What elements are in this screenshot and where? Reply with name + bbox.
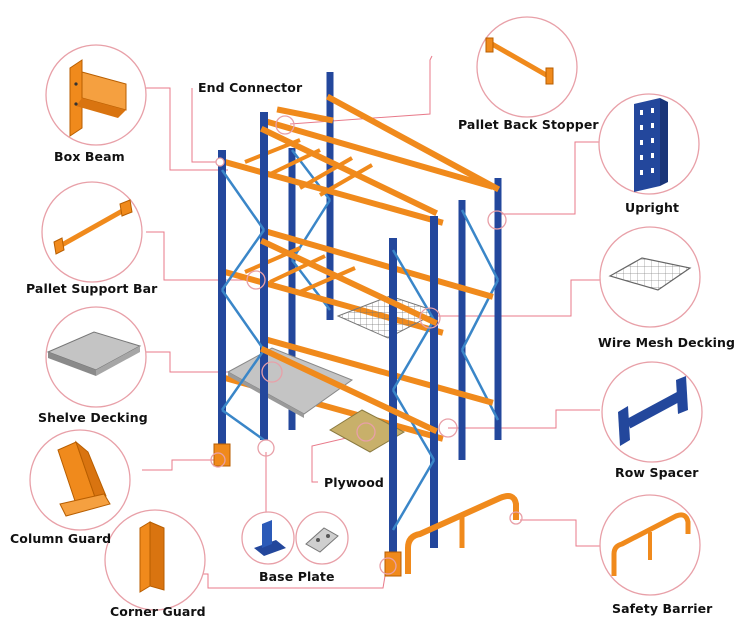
leader-upright [497,141,600,215]
leader-corner-guard [200,569,387,589]
leader-shelve-decking [146,351,262,373]
detail-upright [598,93,700,195]
rack-structure [213,72,519,577]
label-end-connector: End Connector [198,80,303,95]
detail-shelve-decking [45,306,147,408]
leader-box-beam [142,87,228,171]
label-upright: Upright [625,200,680,215]
label-shelve-decking: Shelve Decking [38,410,148,425]
detail-column-guard [29,429,131,531]
leader-column-guard [142,459,216,471]
leader-pallet-support-bar [146,231,256,281]
detail-box-beam [45,44,147,146]
detail-wire-mesh-decking [599,226,701,328]
label-wire-mesh-decking: Wire Mesh Decking [598,335,736,350]
leader-row-spacer [448,409,600,429]
label-corner-guard: Corner Guard [110,604,206,619]
detail-pallet-support-bar [41,181,143,283]
label-safety-barrier: Safety Barrier [612,601,713,616]
label-row-spacer: Row Spacer [615,465,699,480]
label-plywood: Plywood [324,475,384,490]
label-pallet-back-stopper: Pallet Back Stopper [458,117,599,132]
detail-corner-guard [104,509,206,611]
leader-lines [142,55,600,589]
leader-end-connector [191,88,220,163]
detail-row-spacer [601,361,703,463]
leader-plywood [311,435,356,483]
detail-pallet-back-stopper [476,16,578,118]
callout-markers [210,115,523,575]
label-column-guard: Column Guard [10,531,112,546]
leader-safety-barrier [520,519,600,547]
detail-base-plate [241,511,349,565]
label-box-beam: Box Beam [54,149,125,164]
label-pallet-support-bar: Pallet Support Bar [26,281,158,296]
label-base-plate: Base Plate [259,569,335,584]
leader-pallet-back-stopper [289,55,433,125]
detail-safety-barrier [599,494,701,596]
